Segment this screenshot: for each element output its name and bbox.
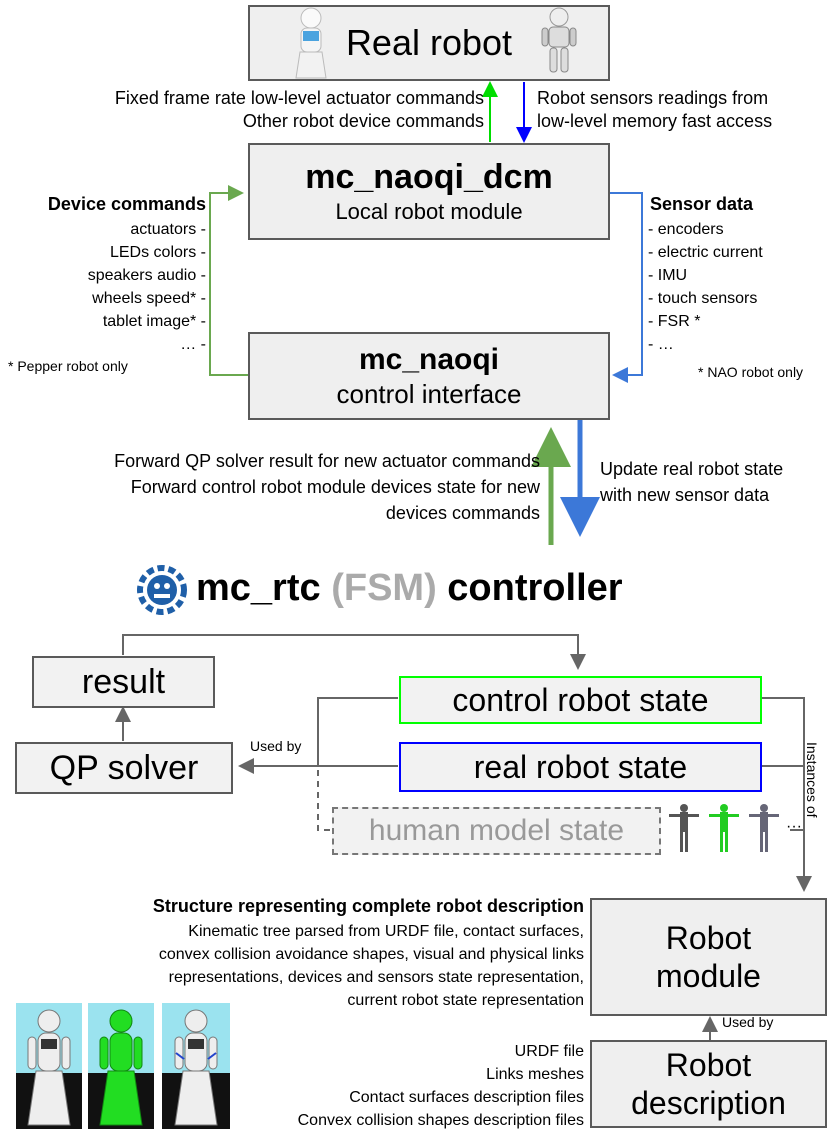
control-robot-state-label: control robot state [452,682,709,718]
pepper-robot-icon [295,7,327,79]
robot-description-box: Robot description [590,1040,827,1128]
sensor-data-item: - encoders [648,221,724,238]
description-file-item: Links meshes [486,1066,584,1083]
human-model-state-box: human model state [332,807,661,855]
qp-solver-label: QP solver [49,749,199,787]
controller-title-controller: controller [447,567,623,609]
naoqi-box: mc_naoqi control interface [248,332,610,420]
device-command-item: tablet image* - [102,313,206,330]
structure-title: Structure representing complete robot de… [152,896,584,916]
more-instances-ellipsis: ··· [786,818,802,835]
controller-title: mc_rtc (FSM) controller [196,564,623,612]
qp-solver-box: QP solver [15,742,233,794]
instances-of-label: Instances of [804,742,820,818]
commands-label: Fixed frame rate low-level actuator comm… [114,88,484,131]
robot-module-line1: Robot [665,920,752,956]
forward-label: Forward QP solver result for new actuato… [114,451,540,523]
real-robot-state-label: real robot state [473,749,688,785]
device-commands-title: Device commands [47,194,206,214]
robot-description-line2: description [631,1085,786,1121]
dcm-box: mc_naoqi_dcm Local robot module [248,143,610,240]
device-command-item: wheels speed* - [92,290,206,307]
description-files-list: URDF file Links meshes Contact surfaces … [298,1040,584,1132]
human-model-images [665,800,783,856]
device-command-item: … - [180,336,206,353]
naoqi-subtitle: control interface [336,379,522,409]
real-robot-state-box: real robot state [399,742,762,792]
sensor-data-item: - IMU [648,267,688,284]
description-file-item: Contact surfaces description files [349,1089,584,1106]
description-file-item: URDF file [514,1043,584,1060]
controller-title-fsm: (FSM) [331,567,437,609]
nao-robot-icon [541,7,577,73]
update-label: Update real robot state with new sensor … [600,459,784,505]
description-file-item: Convex collision shapes description file… [297,1112,584,1129]
sensor-data-title: Sensor data [650,194,754,214]
robot-module-box: Robot module [590,898,827,1016]
device-command-item: speakers audio - [87,267,206,284]
sensor-data-item: - FSR * [648,313,701,330]
device-commands-list: actuators - LEDs colors - speakers audio… [88,218,206,356]
device-command-item: actuators - [130,221,206,238]
arrow-device-commands [209,185,248,376]
sensors-readings-label: Robot sensors readings from low-level me… [537,88,773,131]
arrow-sensor-data [610,192,643,383]
controller-title-mcrtc: mc_rtc [196,567,321,609]
dcm-title: mc_naoqi_dcm [305,157,553,196]
control-robot-state-box: control robot state [399,676,762,724]
arrow-result-to-control [122,634,586,670]
result-label: result [81,663,166,701]
human-model-state-label: human model state [368,814,625,847]
dcm-subtitle: Local robot module [335,198,523,224]
sensor-data-item: - … [648,336,674,353]
arrow-states-to-qp [238,697,398,774]
naoqi-title: mc_naoqi [358,343,500,376]
robot-description-line1: Robot [665,1047,752,1083]
link-human-dashed [317,766,330,831]
sensor-data-list: - encoders - electric current - IMU - to… [648,218,763,356]
mc-rtc-logo-icon [137,565,187,615]
arrow-instances-of [762,697,812,892]
nao-footnote: * NAO robot only [698,364,804,380]
robot-module-line2: module [656,958,761,994]
sensor-data-item: - touch sensors [648,290,758,307]
used-by-bottom-label: Used by [722,1014,774,1030]
sensor-data-item: - electric current [648,244,763,261]
result-box: result [32,656,215,708]
device-command-item: LEDs colors - [109,244,206,261]
pepper-footnote: * Pepper robot only [8,358,128,374]
real-robot-title: Real robot [345,22,513,63]
pepper-model-images [16,1003,230,1129]
used-by-label: Used by [250,738,302,754]
structure-description: Kinematic tree parsed from URDF file, co… [158,923,584,1009]
